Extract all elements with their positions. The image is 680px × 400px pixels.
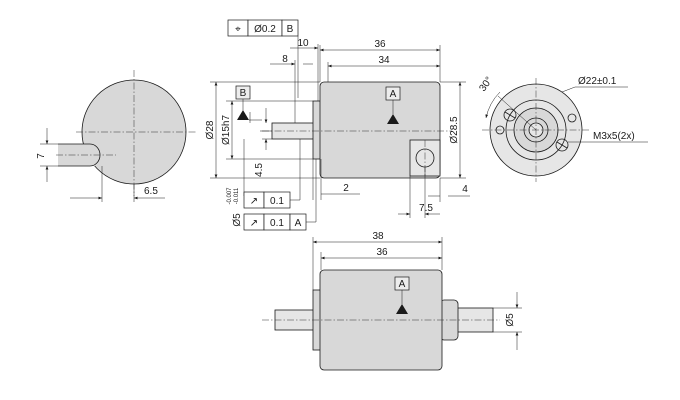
position-tolerance-datum: B <box>287 24 294 35</box>
side-view-bottom: A 38 36 Ø5 <box>262 231 522 371</box>
runout-2-value: 0.1 <box>270 218 284 229</box>
runout-1-value: 0.1 <box>270 196 284 207</box>
bolt-circle-label: Ø22±0.1 <box>578 76 617 87</box>
runout-1-symbol: ↗ <box>250 196 258 207</box>
dim-36-top-label: 36 <box>374 39 386 50</box>
datum-a-bottom-label: A <box>399 279 406 290</box>
dim-6-5-label: 6.5 <box>144 186 158 197</box>
dim-7-5-label: 7.5 <box>419 203 433 214</box>
dim-34-label: 34 <box>378 55 390 66</box>
dim-36-bottom-label: 36 <box>376 247 388 258</box>
dim-d5-bottom-label: Ø5 <box>505 313 516 327</box>
runout-2-datum: A <box>295 218 302 229</box>
dim-d5-tol-upper: -0.007 <box>227 187 233 205</box>
dim-d28-label: Ø28 <box>205 120 216 139</box>
dim-4-label: 4 <box>462 184 468 195</box>
dim-38-label: 38 <box>372 231 384 242</box>
dim-d5-label: Ø5 <box>232 213 243 227</box>
dim-4-5-label: 4.5 <box>254 163 265 177</box>
screw-hole-1 <box>503 108 517 122</box>
position-tolerance-value: Ø0.2 <box>254 24 276 35</box>
runout-2-symbol: ↗ <box>250 218 258 229</box>
datum-b-label: B <box>240 88 247 99</box>
dim-d28-5-label: Ø28.5 <box>449 116 460 144</box>
position-tolerance-symbol: ⌖ <box>235 24 241 35</box>
thread-label: M3x5(2x) <box>593 131 635 142</box>
datum-a-top-label: A <box>390 89 397 100</box>
dim-2-label: 2 <box>343 183 349 194</box>
dim-10-label: 10 <box>297 38 309 49</box>
left-end-view: 7 6.5 <box>36 70 196 202</box>
angle-label: 30° <box>477 75 495 94</box>
screw-hole-2 <box>555 138 569 152</box>
side-view-top: ⌖ Ø0.2 B 36 34 10 8 B Ø28 <box>205 19 470 231</box>
dim-8-label: 8 <box>282 54 288 65</box>
dim-d15h7-label: Ø15h7 <box>221 115 232 145</box>
dim-d5-tol-lower: -0.011 <box>234 187 240 204</box>
dim-7-label: 7 <box>36 153 47 159</box>
front-view: 30° Ø22±0.1 M3x5(2x) <box>477 75 648 182</box>
